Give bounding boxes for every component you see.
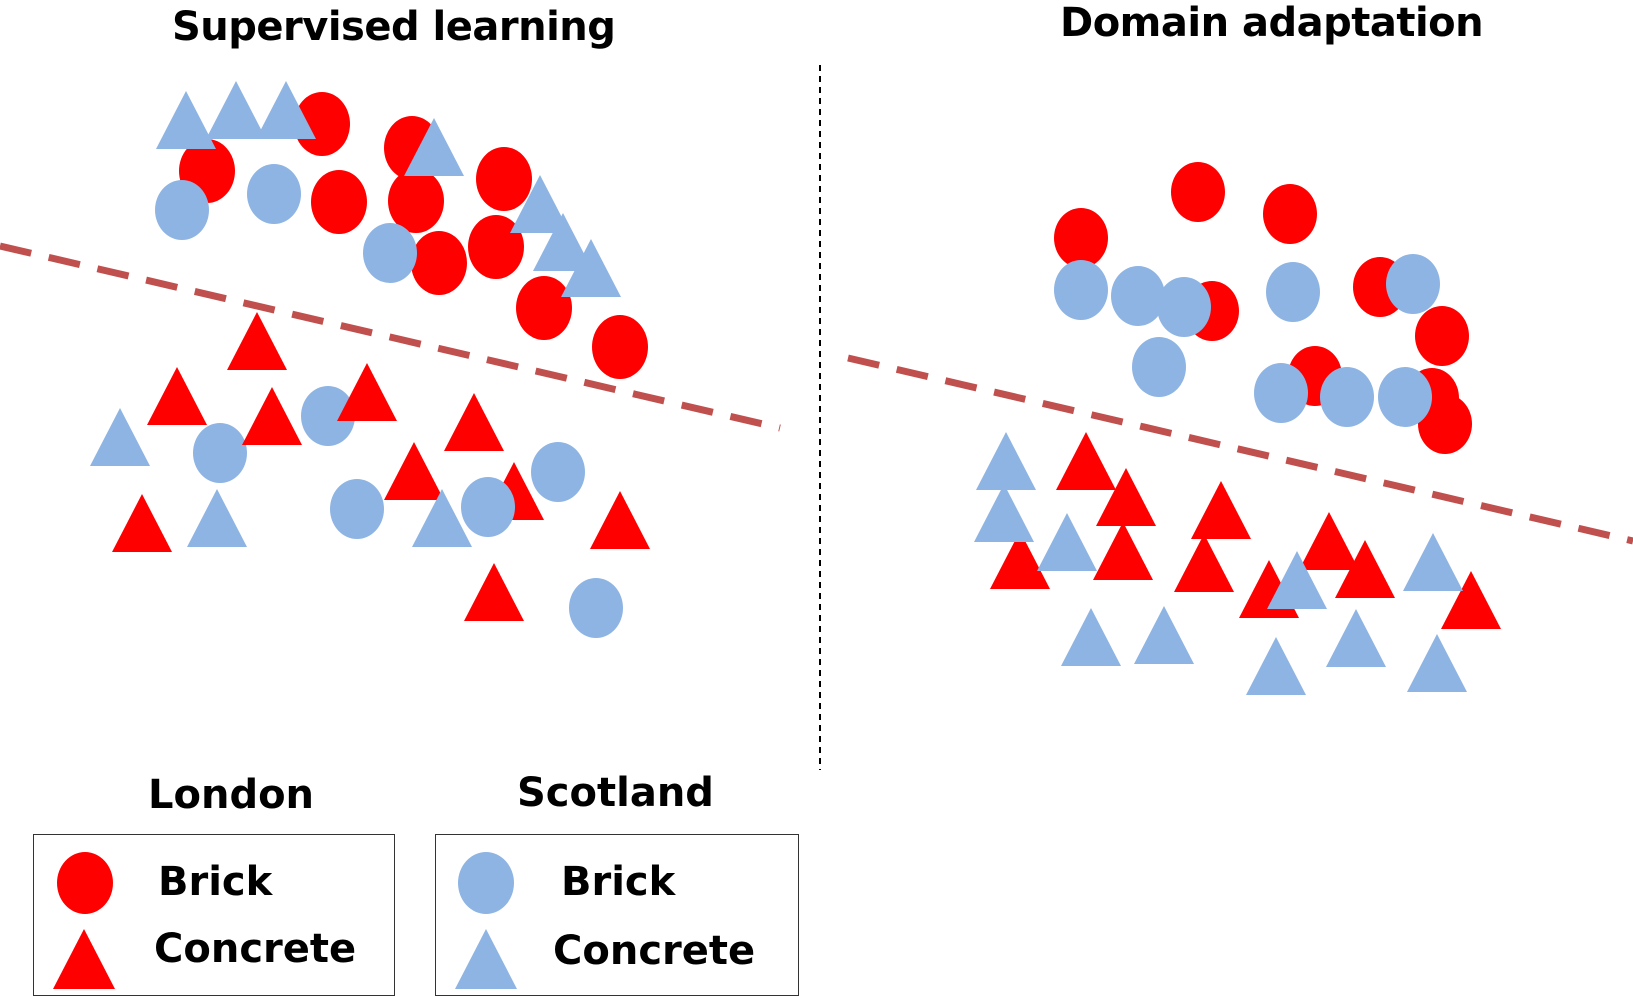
london-concrete-marker <box>1174 534 1234 592</box>
london-brick-marker <box>516 276 572 340</box>
london-concrete-marker <box>337 363 397 421</box>
london-brick-marker <box>468 215 524 279</box>
london-concrete-marker <box>1093 522 1153 580</box>
scotland-brick-marker <box>1054 260 1108 320</box>
scotland-brick-marker <box>330 479 384 539</box>
scotland-concrete-marker <box>256 81 316 139</box>
london-brick-marker <box>388 169 444 233</box>
legend-label-scotland-brick: Brick <box>561 859 676 905</box>
london-concrete-marker <box>1335 540 1395 598</box>
right-panel <box>847 162 1633 695</box>
london-brick-marker <box>311 170 367 234</box>
legend-circle-icon <box>57 852 113 914</box>
legend-label-scotland-concrete: Concrete <box>553 928 756 974</box>
scotland-concrete-marker <box>974 484 1034 542</box>
london-concrete-marker <box>444 393 504 451</box>
scotland-concrete-marker <box>1037 513 1097 571</box>
decision-boundary-right <box>847 354 1633 545</box>
london-concrete-marker <box>227 312 287 370</box>
london-concrete-marker <box>590 491 650 549</box>
scotland-brick-marker <box>1132 337 1186 397</box>
scotland-brick-marker <box>1378 367 1432 427</box>
scotland-concrete-marker <box>156 91 216 149</box>
london-concrete-marker <box>1056 432 1116 490</box>
scotland-concrete-marker <box>412 489 472 547</box>
london-concrete-marker <box>1096 468 1156 526</box>
london-concrete-marker <box>990 531 1050 589</box>
scotland-brick-marker <box>569 578 623 638</box>
scotland-concrete-marker <box>1134 606 1194 664</box>
london-brick-marker <box>1263 184 1317 244</box>
scotland-concrete-marker <box>1061 608 1121 666</box>
scotland-brick-marker <box>461 477 515 537</box>
scotland-brick-marker <box>1266 262 1320 322</box>
scotland-concrete-marker <box>1246 637 1306 695</box>
scotland-brick-marker <box>363 223 417 283</box>
scotland-brick-marker <box>155 180 209 240</box>
london-concrete-marker <box>1299 512 1359 570</box>
scotland-brick-marker <box>1111 266 1165 326</box>
london-concrete-marker <box>1441 571 1501 629</box>
scotland-concrete-marker <box>1407 634 1467 692</box>
scotland-concrete-marker <box>533 213 593 271</box>
london-brick-marker <box>476 147 532 211</box>
london-brick-marker <box>411 231 467 295</box>
title-supervised-learning: Supervised learning <box>172 4 616 50</box>
london-concrete-marker <box>464 563 524 621</box>
scotland-brick-marker <box>1320 367 1374 427</box>
legend-label-london-concrete: Concrete <box>154 926 357 972</box>
london-brick-marker <box>592 315 648 379</box>
legend-box-scotland: Brick Concrete <box>435 834 799 996</box>
legend-heading-scotland: Scotland <box>517 770 714 816</box>
london-brick-marker <box>1418 394 1472 454</box>
legend-heading-london: London <box>148 772 315 818</box>
scotland-concrete-marker <box>404 118 464 176</box>
london-brick-marker <box>1171 162 1225 222</box>
london-concrete-marker <box>112 494 172 552</box>
scotland-concrete-marker <box>510 175 570 233</box>
scotland-brick-marker <box>1157 277 1211 337</box>
legend-triangle-icon <box>455 929 517 989</box>
scotland-concrete-marker <box>187 489 247 547</box>
left-panel <box>0 81 781 638</box>
legend-label-london-brick: Brick <box>158 859 273 905</box>
legend-triangle-icon <box>53 929 115 989</box>
london-concrete-marker <box>147 367 207 425</box>
scotland-brick-marker <box>193 423 247 483</box>
scotland-concrete-marker <box>976 432 1036 490</box>
scotland-concrete-marker <box>1326 609 1386 667</box>
london-brick-marker <box>1054 208 1108 268</box>
scotland-brick-marker <box>531 442 585 502</box>
scotland-brick-marker <box>1386 254 1440 314</box>
scotland-concrete-marker <box>206 81 266 139</box>
london-brick-marker <box>1415 306 1469 366</box>
london-brick-marker <box>294 92 350 156</box>
scotland-concrete-marker <box>561 239 621 297</box>
legend-box-london: Brick Concrete <box>33 834 395 996</box>
london-concrete-marker <box>1191 481 1251 539</box>
decision-boundary-left <box>0 242 781 432</box>
scotland-brick-marker <box>1254 363 1308 423</box>
scotland-brick-marker <box>301 386 355 446</box>
london-concrete-marker <box>384 442 444 500</box>
scotland-concrete-marker <box>90 408 150 466</box>
title-domain-adaptation: Domain adaptation <box>1060 0 1484 46</box>
scotland-concrete-marker <box>1403 533 1463 591</box>
scotland-brick-marker <box>247 164 301 224</box>
scotland-concrete-marker <box>1267 551 1327 609</box>
legend-circle-icon <box>458 852 514 914</box>
london-concrete-marker <box>242 387 302 445</box>
